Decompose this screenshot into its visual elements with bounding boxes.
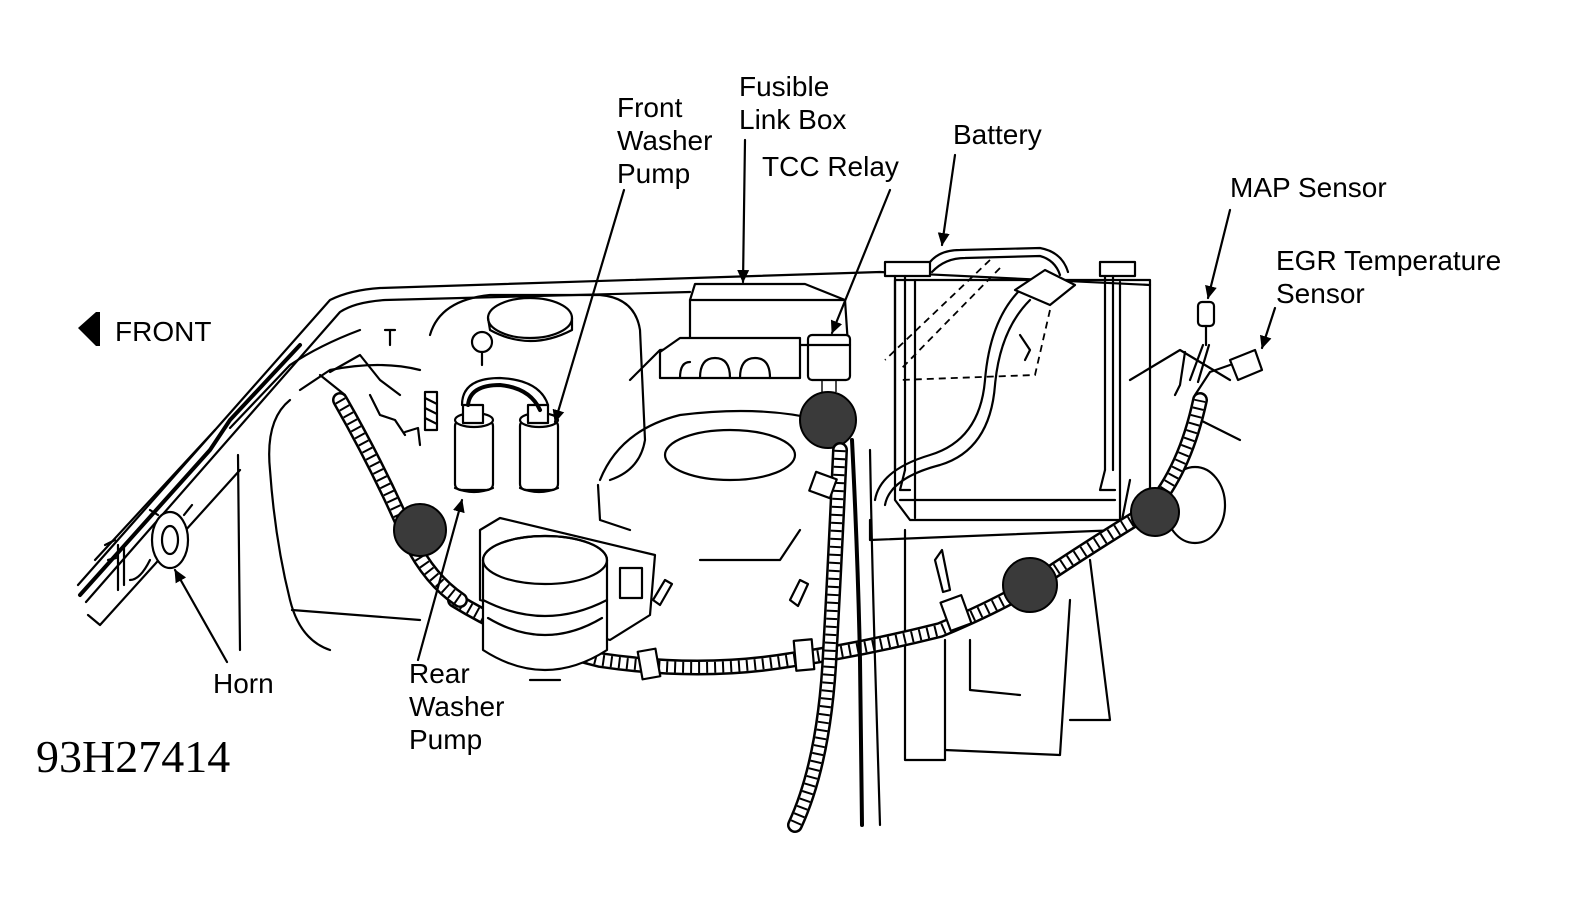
- tcc-relay-label: TCC Relay: [762, 151, 899, 182]
- pump-wire-loop: [466, 382, 542, 412]
- horn-body: [128, 503, 194, 582]
- figure-code: 93H27414: [36, 731, 231, 782]
- battery-cable: [873, 288, 1022, 502]
- egr-sensor-leader-arrow: [1260, 306, 1277, 350]
- egr-temperature-sensor-body: [1193, 348, 1264, 397]
- tcc-relay-leader-arrow: [830, 188, 892, 335]
- harness-clips: [636, 470, 973, 681]
- harness-grommet-left: [393, 503, 447, 557]
- harness-grommet-center: [1002, 557, 1058, 613]
- rear-washer-pump-body: [453, 403, 495, 494]
- battery-leader-arrow: [937, 153, 957, 247]
- leader-arrows: [173, 138, 1277, 664]
- battery-hold-down: [928, 246, 1070, 274]
- map-sensor-leader-arrow: [1205, 208, 1232, 300]
- harness-grommet-right: [1130, 487, 1180, 537]
- fusible-link-box-label: Fusible Link Box: [739, 71, 847, 135]
- washer-fluid-reservoir: [318, 293, 647, 482]
- fusible-link-box-body: [658, 282, 850, 380]
- washer-motor-assembly: [478, 516, 657, 682]
- battery-label: Battery: [953, 119, 1042, 150]
- map-sensor-body: [1188, 300, 1216, 384]
- firewall-grommet: [799, 391, 857, 449]
- fusible-link-box-leader-arrow: [737, 138, 750, 284]
- front-washer-pump-body: [518, 403, 560, 494]
- left-fender-outline: [76, 270, 1152, 652]
- front-direction-arrow-icon: [78, 312, 100, 346]
- horn-leader-arrow: [173, 568, 229, 664]
- mounting-bolts-left: [368, 328, 494, 447]
- inner-fender-panel: [268, 363, 422, 652]
- center-cowl-panel: [596, 343, 822, 562]
- rear-washer-pump-leader-arrow: [416, 498, 465, 662]
- tcc-relay-body: [806, 333, 852, 392]
- map-sensor-label: MAP Sensor: [1230, 172, 1387, 203]
- rear-washer-pump-label: Rear Washer Pump: [409, 658, 505, 755]
- front-washer-pump-label: Front Washer Pump: [617, 92, 713, 189]
- battery-tray-frame: [868, 478, 1132, 762]
- front-label: FRONT: [115, 316, 212, 347]
- front-washer-pump-leader-arrow: [552, 188, 626, 424]
- horn-label: Horn: [213, 668, 274, 699]
- battery-body: [883, 260, 1152, 522]
- ground-cable: [850, 438, 864, 827]
- egr-temperature-sensor-label: EGR Temperature Sensor: [1276, 245, 1502, 309]
